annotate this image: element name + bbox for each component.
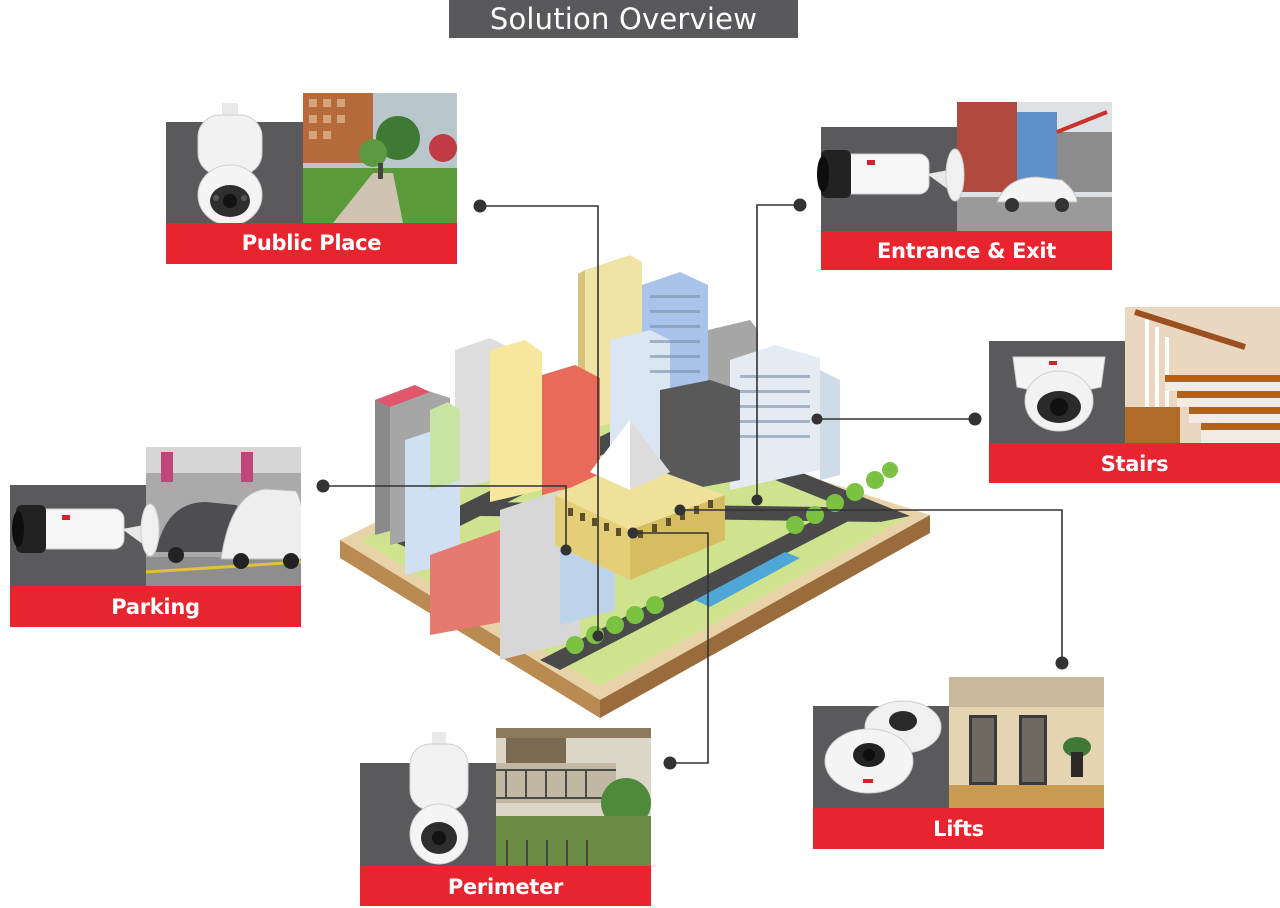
park-walkway-photo <box>303 93 457 223</box>
dome-camera-icon <box>1009 347 1109 437</box>
lifts-label: Lifts <box>813 808 1104 849</box>
wooden-staircase-photo <box>1125 307 1280 443</box>
ptz-dome-camera-icon <box>404 732 474 866</box>
lifts-card[interactable]: Lifts <box>813 677 1104 849</box>
bullet-camera-icon <box>4 495 164 565</box>
stairs-label: Stairs <box>989 443 1280 483</box>
perimeter-card[interactable]: Perimeter <box>360 728 651 906</box>
stairs-card[interactable]: Stairs <box>989 307 1280 483</box>
perimeter-label: Perimeter <box>360 866 651 906</box>
public-place-card[interactable]: Public Place <box>166 93 457 264</box>
apartment-balcony-photo <box>496 728 651 866</box>
parking-card[interactable]: Parking <box>10 447 301 627</box>
city-illustration <box>330 240 940 720</box>
ptz-dome-camera-icon <box>190 103 270 228</box>
parking-label: Parking <box>10 586 301 627</box>
elevator-lobby-photo <box>949 677 1104 808</box>
page-title: Solution Overview <box>449 0 798 38</box>
parking-garage-photo <box>146 447 301 586</box>
entrance-exit-card[interactable]: Entrance & Exit <box>817 102 1112 270</box>
gate-barrier-car-photo <box>957 102 1112 231</box>
entrance-exit-label: Entrance & Exit <box>821 231 1112 270</box>
public-place-label: Public Place <box>166 223 457 264</box>
bullet-camera-icon <box>809 140 969 210</box>
fisheye-camera-icon <box>823 695 943 805</box>
